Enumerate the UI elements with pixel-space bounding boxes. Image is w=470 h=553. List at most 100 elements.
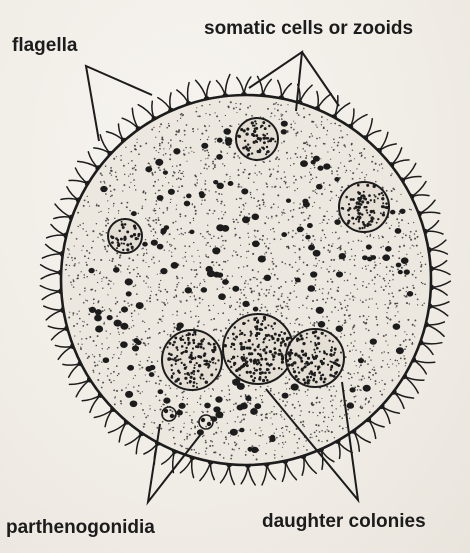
somatic-cell — [160, 268, 167, 274]
somatic-cell — [114, 320, 122, 327]
somatic-cell — [113, 267, 120, 273]
somatic-cell — [107, 315, 113, 320]
somatic-cell — [245, 396, 251, 401]
somatic-cell — [350, 387, 356, 392]
somatic-cell — [157, 244, 164, 250]
somatic-cell — [136, 340, 142, 345]
somatic-cell — [88, 268, 94, 273]
somatic-cell — [142, 242, 148, 247]
somatic-cell — [216, 154, 223, 160]
somatic-cell — [213, 406, 220, 412]
somatic-cell — [339, 253, 346, 259]
somatic-cell — [232, 379, 240, 386]
somatic-cell — [282, 393, 289, 399]
somatic-cell — [404, 269, 410, 274]
somatic-cell — [125, 391, 133, 398]
somatic-cell — [242, 216, 250, 223]
somatic-cell — [258, 255, 266, 262]
somatic-cell — [199, 193, 205, 198]
somatic-cell — [204, 403, 211, 409]
flagellum — [200, 462, 211, 481]
somatic-cell — [264, 275, 271, 281]
label-daughter-colonies: daughter colonies — [262, 512, 426, 531]
somatic-cell — [171, 262, 179, 269]
somatic-cell — [367, 257, 373, 262]
flagellum — [419, 212, 440, 214]
somatic-cell — [230, 429, 238, 436]
flagellum — [262, 464, 267, 485]
label-somatic-cells: somatic cells or zooids — [204, 19, 413, 38]
somatic-cell — [120, 341, 128, 348]
somatic-cell — [241, 188, 248, 194]
somatic-cell — [252, 214, 260, 221]
somatic-cell — [232, 286, 239, 292]
somatic-cell — [228, 181, 234, 186]
somatic-cell — [297, 226, 304, 232]
somatic-cell — [307, 223, 313, 228]
somatic-cell — [370, 338, 377, 344]
somatic-cell — [223, 128, 231, 135]
flagellum — [248, 465, 255, 485]
flagellum — [426, 325, 445, 337]
somatic-cell — [248, 447, 253, 452]
somatic-cell — [349, 404, 354, 409]
somatic-cell — [358, 358, 364, 363]
somatic-cell — [163, 170, 168, 174]
flagellum — [40, 286, 61, 292]
somatic-cell — [189, 230, 194, 235]
somatic-cell — [179, 403, 186, 409]
somatic-cell — [176, 326, 181, 331]
somatic-cell — [145, 166, 152, 172]
flagellum — [285, 461, 296, 480]
somatic-cell — [184, 201, 190, 207]
somatic-cell — [186, 194, 191, 199]
somatic-cell — [185, 287, 192, 293]
somatic-cell — [281, 121, 288, 127]
somatic-cell — [145, 366, 152, 372]
somatic-cell — [401, 257, 409, 264]
flagellum — [317, 94, 331, 110]
somatic-cell — [132, 345, 139, 351]
flagellum — [429, 306, 448, 316]
somatic-cell — [253, 307, 259, 312]
somatic-cell — [385, 246, 392, 252]
somatic-cell — [239, 428, 244, 433]
somatic-cell — [334, 219, 340, 225]
somatic-cell — [318, 321, 326, 328]
somatic-cell — [157, 195, 164, 201]
somatic-cell — [334, 177, 339, 182]
somatic-cell — [308, 245, 315, 251]
somatic-cell — [311, 160, 316, 165]
somatic-cell — [121, 306, 128, 312]
somatic-cell — [269, 437, 275, 442]
flagellum — [229, 464, 234, 484]
somatic-cell — [323, 163, 330, 169]
somatic-cell — [215, 396, 222, 402]
somatic-cell — [100, 186, 107, 192]
somatic-cell — [151, 240, 158, 246]
somatic-cell — [316, 184, 323, 190]
somatic-cell — [317, 165, 323, 170]
somatic-cell — [89, 307, 96, 313]
flagellum — [188, 83, 190, 105]
somatic-cell — [163, 397, 170, 403]
somatic-cell — [217, 138, 223, 143]
somatic-cell — [382, 254, 390, 261]
somatic-cell — [168, 189, 175, 195]
somatic-cell — [216, 224, 224, 231]
somatic-cell — [120, 323, 128, 330]
flagellum — [300, 85, 313, 103]
somatic-cell — [222, 279, 229, 285]
somatic-cell — [286, 198, 291, 202]
daughter-colony — [223, 314, 293, 384]
somatic-cell — [310, 271, 317, 277]
somatic-cell — [158, 389, 164, 394]
somatic-cell — [281, 232, 287, 237]
somatic-cell — [136, 302, 144, 309]
somatic-cell — [398, 270, 403, 274]
somatic-cell — [396, 347, 404, 354]
somatic-cell — [395, 228, 402, 234]
somatic-cell — [295, 278, 301, 283]
somatic-cell — [250, 408, 258, 415]
